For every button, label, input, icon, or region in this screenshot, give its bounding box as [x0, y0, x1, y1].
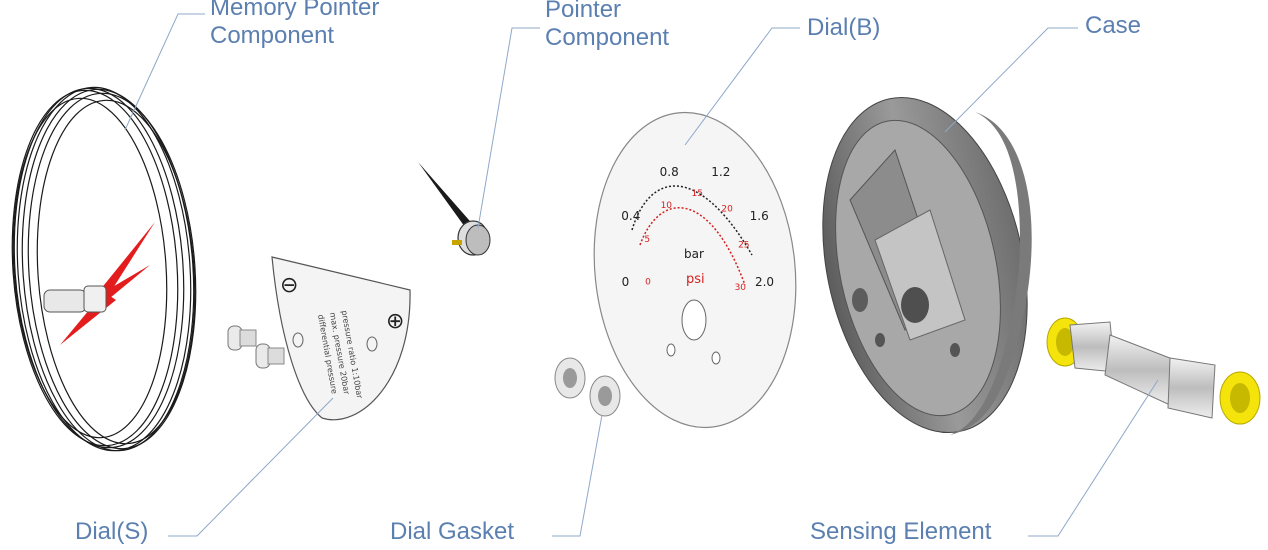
label-memory-pointer-line1: Memory Pointer — [210, 0, 380, 21]
leader-sensing-element — [1028, 379, 1159, 537]
bar-tick-label: 1.6 — [750, 209, 769, 223]
leader-dial-gasket — [552, 414, 603, 537]
label-memory-pointer-component: Memory Pointer Component — [210, 0, 379, 50]
label-case: Case — [1085, 12, 1142, 39]
dial-s-plus-symbol: ⊕ — [386, 309, 404, 334]
psi-tick-label: 30 — [735, 283, 747, 293]
psi-tick-label: 10 — [661, 201, 673, 211]
sensing-element — [1046, 317, 1261, 425]
psi-tick-label: 0 — [645, 278, 651, 288]
dial-b-psi-scale: 0 5 10 15 20 25 30 — [644, 189, 749, 293]
label-pointer-line1: Pointer — [545, 0, 622, 23]
gauge-case — [822, 96, 1032, 435]
bar-tick-label: 0.4 — [621, 209, 640, 223]
label-memory-pointer-line2: Component — [210, 22, 335, 49]
leader-case — [944, 27, 1078, 133]
label-pointer-component: Pointer Component — [545, 0, 669, 52]
leader-dial-s — [168, 397, 334, 537]
bar-tick-label: 0 — [622, 275, 630, 289]
dial-s-plate: ⊖ ⊕ differential pressure max. pressure … — [271, 256, 411, 421]
memory-pointer-red — [43, 222, 155, 345]
label-sensing-element: Sensing Element — [810, 518, 992, 545]
dial-b-face: 0 0.4 0.8 1.2 1.6 2.0 0 5 10 15 20 25 30 bar psi — [593, 111, 797, 429]
leader-lines — [124, 13, 1159, 537]
dial-b-unit-bar: bar — [684, 247, 704, 261]
label-dial-gasket: Dial Gasket — [390, 518, 515, 545]
pointer-component — [418, 162, 491, 256]
psi-tick-label: 20 — [721, 204, 733, 214]
psi-tick-label: 5 — [644, 235, 650, 245]
leader-pointer — [477, 27, 540, 229]
bar-tick-label: 1.2 — [711, 165, 730, 179]
leader-dial-b — [684, 27, 800, 146]
label-dial-s: Dial(S) — [75, 518, 149, 545]
dial-s-minus-symbol: ⊖ — [280, 273, 298, 298]
dial-screws — [227, 325, 285, 369]
leader-memory-pointer — [124, 13, 205, 131]
label-pointer-line2: Component — [545, 24, 670, 51]
dial-b-unit-psi: psi — [686, 272, 705, 287]
bar-tick-label: 0.8 — [660, 165, 679, 179]
memory-pointer-component — [11, 86, 197, 452]
label-dial-b: Dial(B) — [807, 14, 881, 41]
psi-tick-label: 15 — [691, 189, 702, 199]
bar-tick-label: 2.0 — [755, 275, 774, 289]
psi-tick-label: 25 — [738, 241, 749, 251]
dial-b-bar-scale: 0 0.4 0.8 1.2 1.6 2.0 — [621, 165, 774, 289]
dial-gasket — [554, 357, 621, 417]
